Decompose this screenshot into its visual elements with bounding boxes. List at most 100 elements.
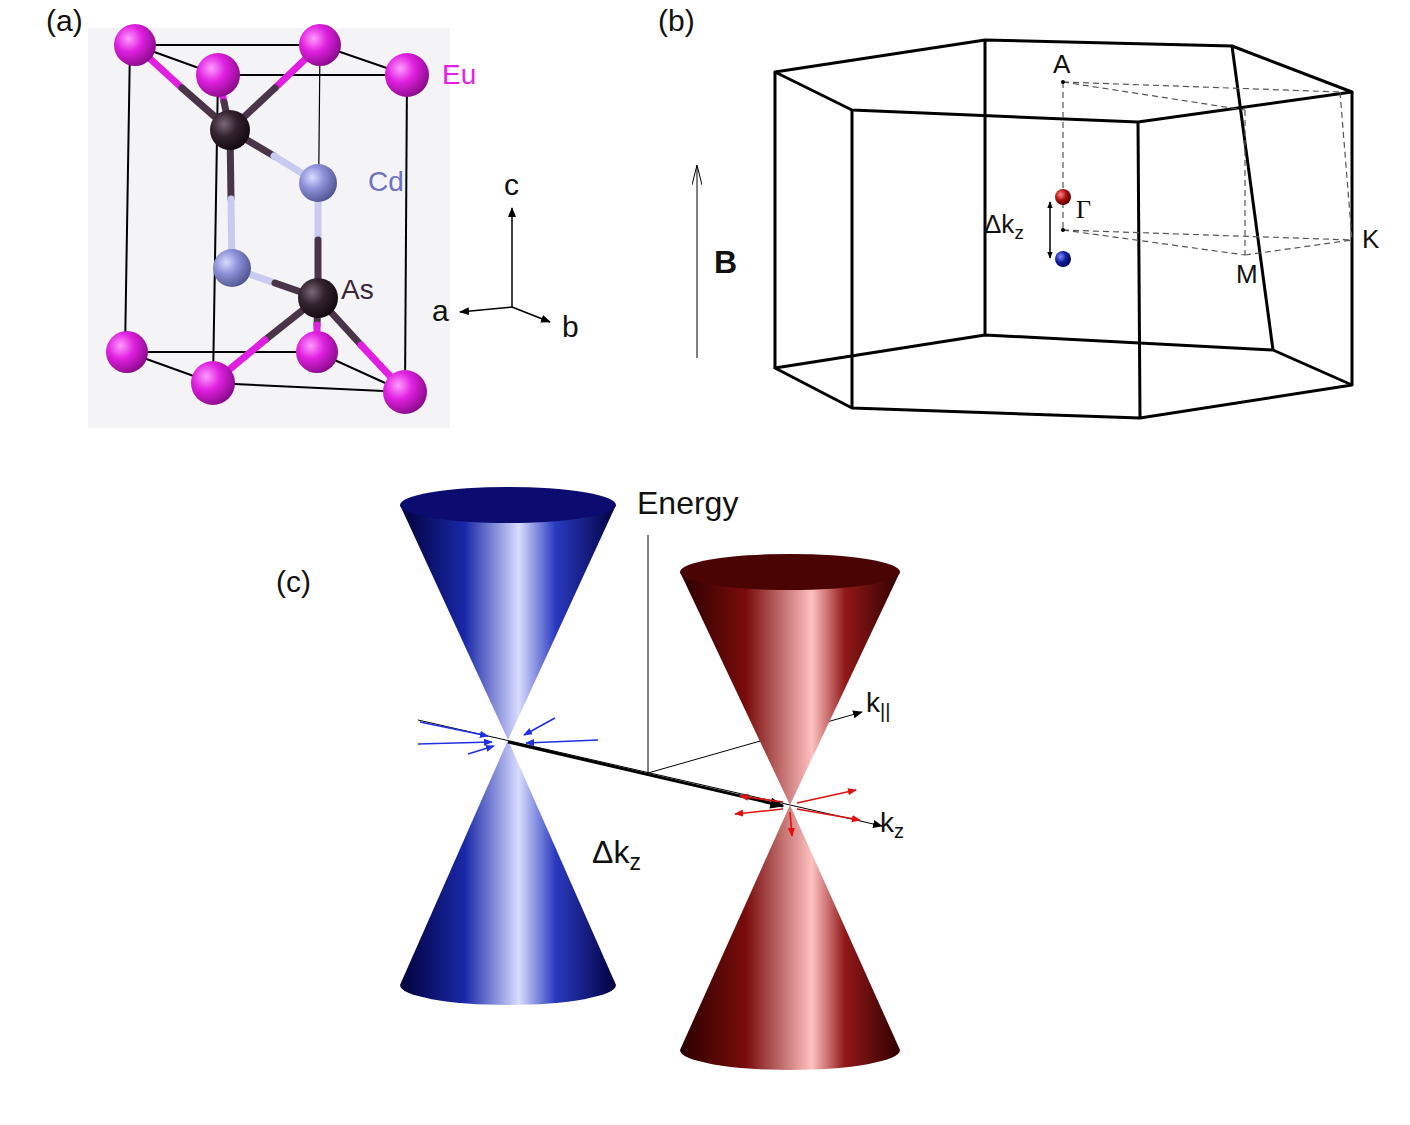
symbol-main: Δk	[984, 209, 1014, 239]
brillouin-zone	[775, 40, 1352, 418]
red-weyl-cone-part	[680, 572, 900, 805]
node-separation-arrow	[508, 742, 783, 806]
berry-curvature-arrows-part	[740, 796, 783, 802]
node-separation-arrow-part	[508, 742, 783, 806]
berry-curvature-arrows-part	[420, 722, 488, 736]
unit-cell-part	[127, 352, 405, 392]
magnetic-field-arrow	[697, 166, 698, 358]
atoms-part	[298, 278, 338, 318]
berry-curvature-arrows-part	[797, 790, 856, 803]
symmetry-path-part	[1062, 82, 1063, 230]
axis-label: k||	[866, 688, 890, 719]
blue-weyl-cone-part	[400, 487, 616, 523]
brillouin-zone-part	[774, 72, 777, 368]
symmetry-path-part	[1244, 110, 1245, 255]
panel-letter: (b)	[658, 4, 695, 37]
symbol-subscript: ||	[880, 700, 890, 722]
symbol-subscript: z	[629, 849, 641, 875]
atoms-part	[191, 361, 235, 405]
berry-curvature-arrows	[418, 718, 860, 836]
axis-label: Energy	[637, 486, 738, 521]
red-weyl-cone-part	[680, 805, 900, 1070]
atoms-part	[299, 24, 341, 66]
weyl-points-part	[1061, 80, 1065, 84]
axis-label: b	[562, 310, 579, 343]
separation-label: Δkz	[592, 835, 641, 870]
berry-curvature-arrows-part	[524, 718, 555, 735]
blue-weyl-cone	[400, 487, 616, 1005]
atom-label: Eu	[442, 60, 476, 91]
axis-label: kz	[880, 808, 904, 839]
atoms-part	[210, 110, 250, 150]
axis-label: a	[432, 294, 449, 327]
atom-label: As	[341, 275, 374, 306]
atom-label: Cd	[368, 167, 404, 198]
atoms-part	[385, 53, 429, 97]
berry-curvature-arrows-part	[468, 746, 494, 754]
symbol-main: k	[866, 687, 880, 718]
symmetry-path-part	[1063, 230, 1245, 255]
field-label: B	[714, 245, 737, 280]
berry-curvature-arrows-part	[790, 812, 792, 836]
atoms-part	[299, 164, 337, 202]
blue-weyl-cone-part	[400, 505, 616, 740]
symbol-main: k	[880, 807, 894, 838]
berry-curvature-arrows-part	[735, 809, 783, 814]
atoms-part	[383, 370, 427, 414]
symmetry-path-part	[1063, 230, 1352, 240]
unit-cell-part	[405, 75, 407, 392]
symmetry-point: M	[1236, 260, 1258, 289]
panel-ground	[88, 28, 450, 428]
magnetic-field-arrow-part	[697, 166, 698, 358]
symmetry-path	[1063, 82, 1352, 255]
axis-triad-part	[512, 307, 550, 322]
weyl-points-part	[1049, 202, 1051, 258]
brillouin-zone-part	[1138, 122, 1140, 418]
atoms-part	[106, 331, 148, 373]
axis-triad-part	[460, 307, 512, 312]
unit-cell	[125, 45, 407, 392]
berry-curvature-arrows-part	[797, 809, 860, 820]
atoms-part	[196, 53, 240, 97]
atoms-part	[296, 331, 338, 373]
brillouin-zone-part	[851, 110, 854, 408]
weyl-points-part	[1055, 251, 1071, 267]
berry-curvature-arrows-part	[526, 740, 598, 743]
momentum-axes-part	[648, 535, 649, 773]
symbol-subscript: z	[1014, 222, 1023, 243]
bonds	[135, 45, 405, 392]
symmetry-point: A	[1053, 50, 1070, 79]
brillouin-zone-part	[1351, 92, 1354, 385]
atoms	[106, 24, 429, 414]
symmetry-point: Γ	[1076, 196, 1091, 225]
axis-label: c	[504, 168, 519, 201]
red-weyl-cone	[680, 554, 900, 1070]
panel-letter: (a)	[46, 4, 83, 37]
unit-cell-part	[135, 45, 407, 75]
berry-curvature-arrows-part	[418, 742, 492, 744]
symbol-subscript: z	[894, 820, 904, 842]
weyl-points-part	[1061, 228, 1065, 232]
weyl-points-part	[1055, 189, 1071, 205]
blue-weyl-cone-part	[400, 740, 616, 1005]
panel-letter: (c)	[276, 565, 311, 598]
weyl-points	[1050, 80, 1071, 267]
brillouin-zone-part	[1232, 46, 1273, 350]
atoms-part	[213, 249, 251, 287]
symbol-main: Δk	[592, 834, 629, 870]
symmetry-point: K	[1362, 225, 1379, 254]
symmetry-path-part	[1340, 92, 1352, 240]
atoms-part	[114, 24, 156, 66]
axis-triad-part	[511, 208, 513, 307]
unit-cell-part	[125, 45, 130, 352]
separation-label: Δkz	[984, 210, 1024, 239]
brillouin-zone-part	[775, 335, 1352, 418]
symmetry-path-part	[1063, 82, 1245, 110]
red-weyl-cone-part	[680, 554, 900, 590]
brillouin-zone-part	[775, 40, 1352, 122]
brillouin-zone-part	[984, 40, 987, 335]
symmetry-path-part	[1063, 82, 1340, 92]
